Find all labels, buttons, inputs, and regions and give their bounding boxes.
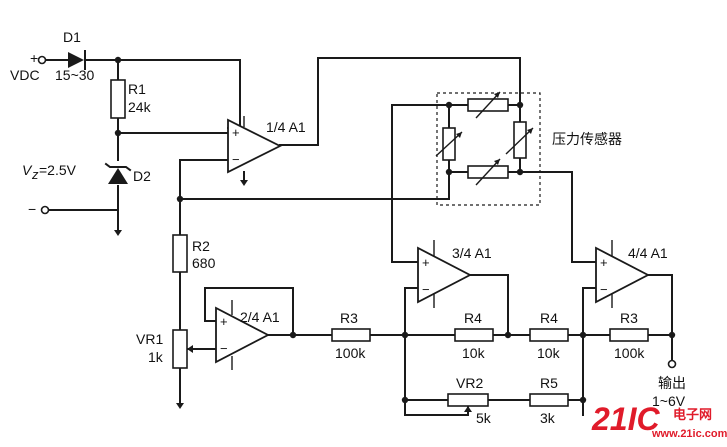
label-r3-right-value: 100k <box>614 345 645 361</box>
label-vz-symbol: V <box>22 162 33 178</box>
label-r3-left-value: 100k <box>335 345 366 361</box>
resistor-r2 <box>172 234 188 273</box>
opamp-minus-pin: − <box>220 341 228 356</box>
label-r4-left-value: 10k <box>462 345 486 361</box>
label-amp-2-4: 2/4 A1 <box>240 309 280 325</box>
label-r3-left: R3 <box>340 310 358 326</box>
label-r5-value: 3k <box>540 410 556 426</box>
strain-gauge-bridge <box>435 91 534 186</box>
label-minus: − <box>28 201 36 217</box>
label-vr1-value: 1k <box>148 349 164 365</box>
label-d2: D2 <box>133 168 151 184</box>
label-pressure-sensor: 压力传感器 <box>552 131 622 148</box>
watermark-url: www.21ic.com <box>651 428 727 440</box>
sensor-enclosure <box>436 92 541 206</box>
minus-terminal <box>40 205 50 215</box>
watermark-logo: 21IC 电子网 www.21ic.com <box>591 401 727 440</box>
opamp-4-4-a1: + − <box>595 240 650 308</box>
resistor-r3-left <box>331 328 371 342</box>
potentiometer-vr1 <box>172 329 195 369</box>
opamp-plus-pin: + <box>232 125 240 140</box>
potentiometer-vr2 <box>447 393 489 412</box>
opamp-1-4-a1: + − <box>227 116 283 174</box>
opamp-plus-pin: + <box>220 314 228 329</box>
opamp-plus-pin: + <box>422 255 430 270</box>
output-terminal <box>667 359 677 369</box>
label-vz-value: =2.5V <box>39 162 77 178</box>
diode-d1 <box>68 50 86 70</box>
label-r1-value: 24k <box>128 99 152 115</box>
opamp-minus-pin: − <box>600 282 608 297</box>
opamp-minus-pin: − <box>232 152 240 167</box>
resistor-r3-right <box>609 328 649 342</box>
label-vr1: VR1 <box>136 331 163 347</box>
resistor-r1 <box>110 79 126 119</box>
opamp-plus-pin: + <box>600 255 608 270</box>
label-r4-left: R4 <box>464 310 482 326</box>
label-r5: R5 <box>540 375 558 391</box>
label-r1: R1 <box>128 81 146 97</box>
resistor-r4-right <box>529 328 569 342</box>
watermark-brand: 21IC <box>591 401 660 437</box>
label-output-range: 1~6V <box>652 393 686 409</box>
label-vr2-value: 5k <box>476 410 492 426</box>
label-output: 输出 <box>658 376 686 392</box>
resistor-r5 <box>529 393 569 407</box>
label-d1: D1 <box>63 29 81 45</box>
resistor-r4-left <box>454 328 494 342</box>
zener-diode-d2 <box>104 162 132 184</box>
label-r3-right: R3 <box>620 310 638 326</box>
label-amp-4-4: 4/4 A1 <box>628 245 668 261</box>
label-vdc-plus: + <box>30 50 38 66</box>
label-amp-3-4: 3/4 A1 <box>452 245 492 261</box>
label-r4-right-value: 10k <box>537 345 561 361</box>
label-amp-1-4: 1/4 A1 <box>266 119 306 135</box>
watermark-site-cn: 电子网 <box>673 407 712 422</box>
label-vr2: VR2 <box>456 375 483 391</box>
label-r2: R2 <box>192 238 210 254</box>
ground-symbol <box>114 180 248 409</box>
label-d1-range: 15~30 <box>55 67 95 83</box>
junction-dots <box>114 56 676 404</box>
label-r4-right: R4 <box>540 310 558 326</box>
vdc-plus-terminal <box>37 55 47 65</box>
opamp-minus-pin: − <box>422 282 430 297</box>
label-vz-subscript: z <box>31 167 39 182</box>
opamp-3-4-a1: + − <box>417 240 472 308</box>
label-vdc: VDC <box>10 67 40 83</box>
label-r2-value: 680 <box>192 255 216 271</box>
opamp-2-4-a1: + − <box>215 300 270 370</box>
